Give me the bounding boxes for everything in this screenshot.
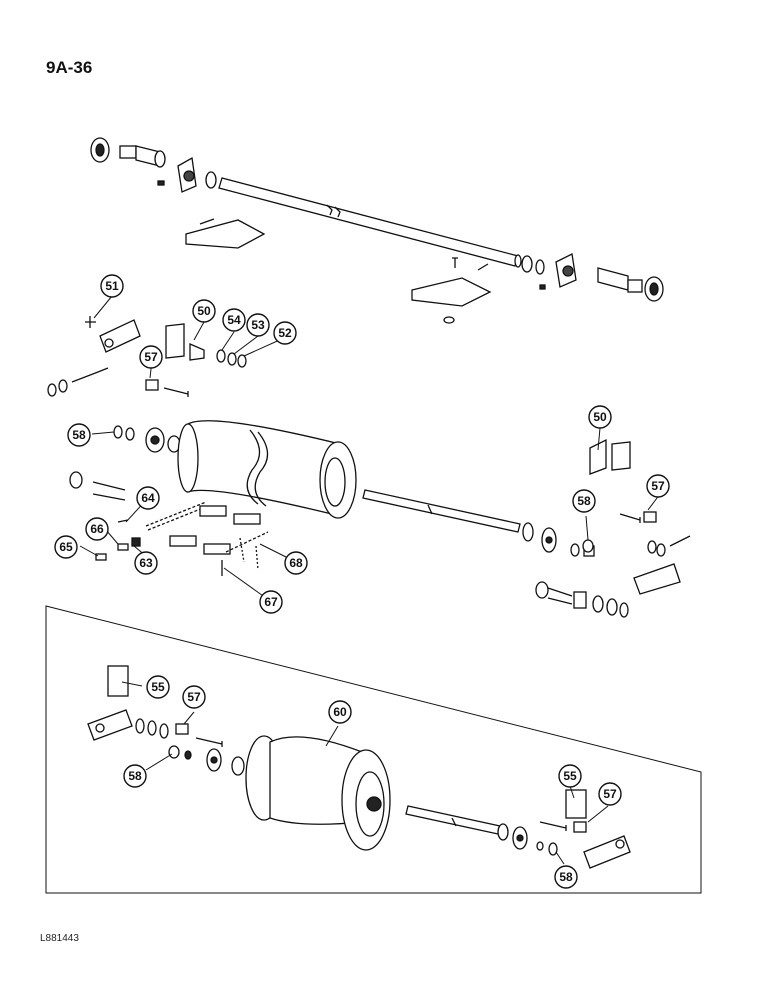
- callout-circle: [598, 782, 622, 806]
- callout-circle: [54, 535, 78, 559]
- callout-57: 57: [646, 474, 670, 498]
- callout-label: 60: [333, 705, 347, 719]
- callout-circle: [328, 700, 352, 724]
- callout-60: 60: [328, 700, 352, 724]
- callout-label: 58: [577, 494, 591, 508]
- callout-label: 58: [128, 769, 142, 783]
- callout-50: 50: [192, 299, 216, 323]
- figure-code: L881443: [40, 933, 79, 944]
- callout-circle: [134, 551, 158, 575]
- callout-circle: [273, 321, 297, 345]
- lower-roller-assembly: [87, 665, 631, 869]
- callout-label: 57: [651, 479, 665, 493]
- callout-58: 58: [67, 423, 91, 447]
- callout-circle: [139, 345, 163, 369]
- callout-circle: [192, 299, 216, 323]
- callout-label: 58: [559, 870, 573, 884]
- callout-label: 55: [563, 769, 577, 783]
- callout-circle: [572, 489, 596, 513]
- page-number: 9A-36: [46, 58, 93, 77]
- callout-label: 65: [59, 540, 73, 554]
- middle-roller-assembly: [69, 420, 691, 618]
- callout-label: 54: [227, 313, 241, 327]
- callout-label: 51: [105, 279, 119, 293]
- callout-label: 63: [139, 556, 153, 570]
- callout-65: 65: [54, 535, 78, 559]
- callout-circle: [136, 486, 160, 510]
- callout-label: 66: [90, 522, 104, 536]
- callout-label: 64: [141, 491, 155, 505]
- callout-68: 68: [284, 551, 308, 575]
- callout-67: 67: [259, 590, 283, 614]
- callout-label: 50: [197, 304, 211, 318]
- callout-57: 57: [182, 685, 206, 709]
- callout-57: 57: [139, 345, 163, 369]
- callout-64: 64: [136, 486, 160, 510]
- callout-50: 50: [588, 405, 612, 429]
- callout-label: 55: [151, 680, 165, 694]
- callout-58: 58: [572, 489, 596, 513]
- callout-circle: [554, 865, 578, 889]
- top-shaft-assembly: [90, 137, 664, 324]
- callout-circle: [182, 685, 206, 709]
- callout-label: 52: [278, 326, 292, 340]
- callout-circle: [259, 590, 283, 614]
- callout-circle: [558, 764, 582, 788]
- callout-53: 53: [246, 313, 270, 337]
- callout-circle: [284, 551, 308, 575]
- callout-circle: [588, 405, 612, 429]
- callout-label: 50: [593, 410, 607, 424]
- callout-label: 58: [72, 428, 86, 442]
- callout-55: 55: [146, 675, 170, 699]
- callout-52: 52: [273, 321, 297, 345]
- callout-label: 68: [289, 556, 303, 570]
- callout-circle: [246, 313, 270, 337]
- callout-58: 58: [554, 865, 578, 889]
- callout-66: 66: [85, 517, 109, 541]
- callout-circle: [146, 675, 170, 699]
- callout-label: 53: [251, 318, 265, 332]
- left-bracket-group: [47, 316, 247, 397]
- callout-label: 57: [144, 350, 158, 364]
- callout-58: 58: [123, 764, 147, 788]
- callout-label: 67: [264, 595, 278, 609]
- callout-circle: [85, 517, 109, 541]
- callout-circle: [646, 474, 670, 498]
- callout-55: 55: [558, 764, 582, 788]
- callout-label: 57: [603, 787, 617, 801]
- callout-51: 51: [100, 274, 124, 298]
- lower-panel: [45, 605, 702, 894]
- callout-group: 51 50 54 53 52 57 58 50 64 66 65 63 68 67 58 57 55 57 60 58…: [54, 274, 670, 889]
- callout-63: 63: [134, 551, 158, 575]
- callout-circle: [100, 274, 124, 298]
- callout-circle: [67, 423, 91, 447]
- callout-57: 57: [598, 782, 622, 806]
- callout-54: 54: [222, 308, 246, 332]
- callout-label: 57: [187, 690, 201, 704]
- callout-circle: [123, 764, 147, 788]
- callout-circle: [222, 308, 246, 332]
